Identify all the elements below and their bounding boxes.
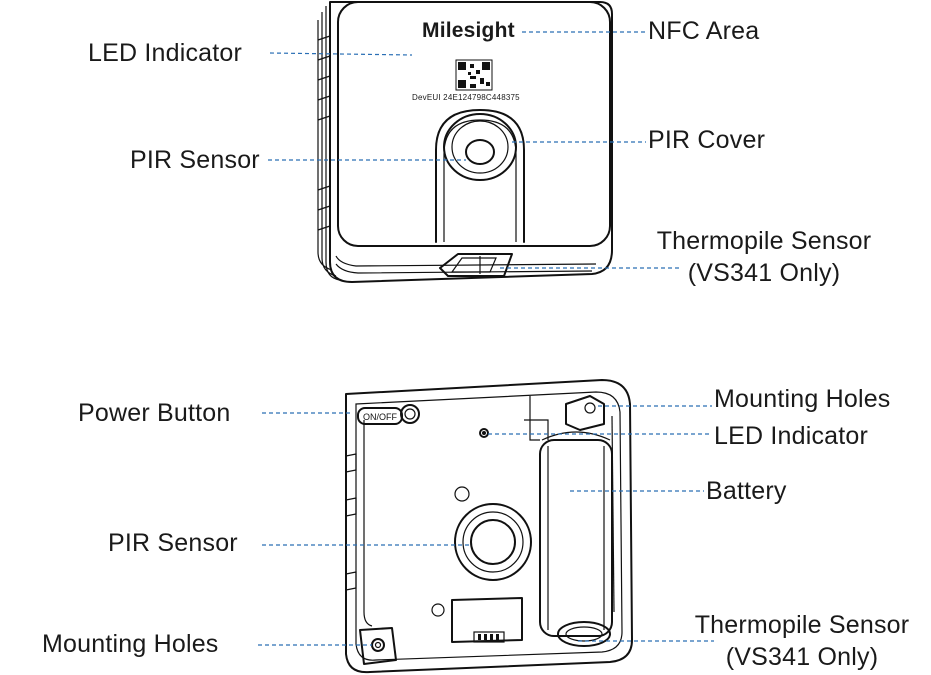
label-pir-sensor-front: PIR Sensor xyxy=(130,146,260,174)
label-thermopile-back-line2: (VS341 Only) xyxy=(725,643,879,671)
label-thermopile-front-line2: (VS341 Only) xyxy=(687,259,841,287)
label-thermopile-back-line1: Thermopile Sensor xyxy=(694,611,910,639)
label-pir-sensor-back: PIR Sensor xyxy=(108,529,238,557)
label-thermopile-front-line1: Thermopile Sensor xyxy=(656,227,872,255)
label-power-button: Power Button xyxy=(78,399,231,427)
label-nfc-area: NFC Area xyxy=(648,17,760,45)
front-device xyxy=(317,1,613,283)
label-led-indicator-front: LED Indicator xyxy=(88,39,243,67)
brand-logo-text: Milesight xyxy=(422,19,515,42)
label-pir-cover: PIR Cover xyxy=(648,126,766,154)
label-thermopile-back: Thermopile Sensor (VS341 Only) xyxy=(680,609,924,673)
label-mounting-holes-left: Mounting Holes xyxy=(42,630,219,658)
dev-eui-text: DevEUI 24E124798C448375 xyxy=(412,93,520,102)
leader-lines xyxy=(258,31,714,646)
label-mounting-holes-right: Mounting Holes xyxy=(714,385,891,413)
label-thermopile-front: Thermopile Sensor (VS341 Only) xyxy=(644,225,884,289)
back-device: ON/OFF xyxy=(345,379,633,674)
label-battery: Battery xyxy=(706,477,787,505)
label-led-indicator-back: LED Indicator xyxy=(714,422,869,450)
switch-text: ON/OFF xyxy=(363,412,397,422)
